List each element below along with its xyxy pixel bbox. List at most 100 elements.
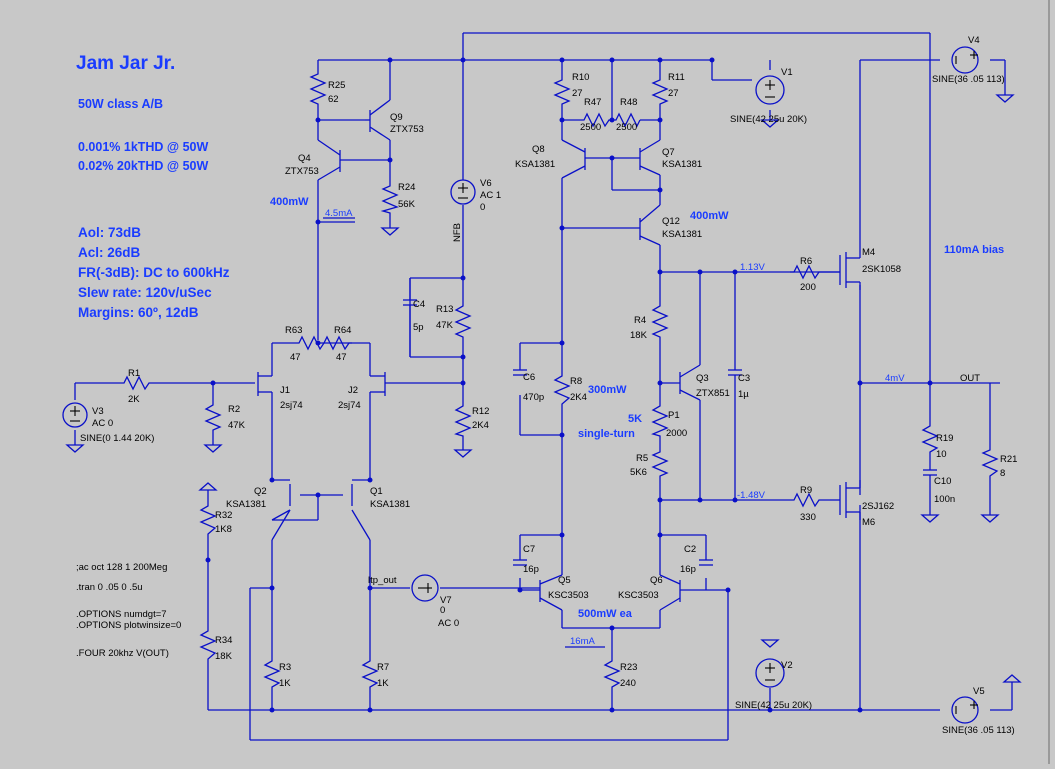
label-r7-value: 1K [377,678,389,689]
label-r8-value: 2K4 [570,392,587,403]
label-r47-name: R47 [584,97,601,108]
spec-margins: Margins: 60º, 12dB [78,305,199,320]
label-q1-value: KSA1381 [370,499,410,510]
label-c10-name: C10 [934,476,951,487]
annotation-4-5ma: 4.5mA [325,208,353,219]
label-v2-name: V2 [781,660,793,671]
label-r9-name: R9 [800,485,812,496]
label-r25-value: 62 [328,94,339,105]
label-r34-name: R34 [215,635,232,646]
net-4mv: 4mV [885,373,905,384]
label-c4-value: 5p [413,322,424,333]
label-v3-value: AC 0 [92,418,113,429]
annotation-500mw-ea: 500mW ea [578,608,633,620]
label-q5-name: Q5 [558,575,571,586]
label-q9-value: ZTX753 [390,124,424,135]
label-r19-name: R19 [936,433,953,444]
ground-symbols [65,94,1022,683]
directive-tran: .tran 0 .05 0 .5u [76,582,143,593]
label-r1-value: 2K [128,394,140,405]
directive-options-plotwinsize: .OPTIONS plotwinsize=0 [76,620,181,631]
label-j1-name: J1 [280,385,290,396]
label-v5-value: SINE(36 .05 113) [942,725,1015,736]
label-r13-value: 47K [436,320,454,331]
spec-slew: Slew rate: 120v/uSec [78,285,212,300]
label-c7-value: 16p [523,564,539,575]
spec-power: 50W class A/B [78,97,163,111]
label-r6-value: 200 [800,282,816,293]
label-r63-value: 47 [290,352,301,363]
annotation-5k: 5K [628,413,642,425]
label-c6-value: 470p [523,392,544,403]
label-v6-value2: 0 [480,202,485,213]
net-ltp-out: ltp_out [368,575,397,586]
label-r64-value: 47 [336,352,347,363]
spec-thd1: 0.001% 1kTHD @ 50W [78,140,208,154]
label-v7-value: 0 [440,605,445,616]
label-r63-name: R63 [285,325,302,336]
label-r21-name: R21 [1000,454,1017,465]
annotation-110ma-bias: 110mA bias [944,244,1004,256]
label-r1-name: R1 [128,368,140,379]
schematic-title: Jam Jar Jr. [76,53,175,74]
label-r6-name: R6 [800,256,812,267]
label-j2-name: J2 [348,385,358,396]
label-c7-name: C7 [523,544,535,555]
capacitors [403,278,937,566]
label-r8-name: R8 [570,376,582,387]
annotation-400mw-vas: 400mW [270,196,309,208]
label-c10-value: 100n [934,494,955,505]
label-v2-value: SINE(42 25u 20K) [735,700,812,711]
component-labels: R25 62 Q9 ZTX753 Q4 ZTX753 R24 56K R10 2… [80,35,1017,736]
label-r4-name: R4 [634,315,646,326]
label-r5-name: R5 [636,453,648,464]
label-c3-value: 1µ [738,389,749,400]
label-r13-name: R13 [436,304,453,315]
label-r10-name: R10 [572,72,589,83]
label-r24-value: 56K [398,199,416,210]
spec-acl: Acl: 26dB [78,245,141,260]
label-c2-name: C2 [684,544,696,555]
label-c6-name: C6 [523,372,535,383]
label-q12-name: Q12 [662,216,680,227]
label-r47-value: 2500 [580,122,601,133]
label-v6-name: V6 [480,178,492,189]
label-q7-name: Q7 [662,147,675,158]
label-m4-name: M4 [862,247,875,258]
label-r2-name: R2 [228,404,240,415]
label-r12-name: R12 [472,406,489,417]
label-r32-value: 1K8 [215,524,232,535]
label-r12-value: 2K4 [472,420,489,431]
annotation-300mw: 300mW [588,384,627,396]
label-q2-name: Q2 [254,486,267,497]
label-q5-value: KSC3503 [548,590,589,601]
label-r3-name: R3 [279,662,291,673]
junction-dots [205,57,933,713]
label-r23-name: R23 [620,662,637,673]
directive-ac: ;ac oct 128 1 200Meg [76,562,167,573]
label-r2-value: 47K [228,420,246,431]
label-r24-name: R24 [398,182,415,193]
label-v6-value: AC 1 [480,190,501,201]
label-v7-name: V7 [440,595,452,606]
transistors [257,99,861,611]
label-q8-name: Q8 [532,144,545,155]
spec-fr: FR(-3dB): DC to 600kHz [78,265,230,280]
voltage-sources [62,46,979,724]
label-r11-value: 27 [668,88,679,99]
label-q7-value: KSA1381 [662,159,702,170]
label-r25-name: R25 [328,80,345,91]
label-r3-value: 1K [279,678,291,689]
label-r34-value: 18K [215,651,233,662]
net-nfb: NFB [452,223,463,242]
net-out: OUT [960,373,980,384]
label-q12-value: KSA1381 [662,229,702,240]
label-r48-value: 2500 [616,122,637,133]
spec-thd2: 0.02% 20kTHD @ 50W [78,159,208,173]
label-r19-value: 10 [936,449,947,460]
label-q6-name: Q6 [650,575,663,586]
label-r64-name: R64 [334,325,351,336]
label-v5-name: V5 [973,686,985,697]
